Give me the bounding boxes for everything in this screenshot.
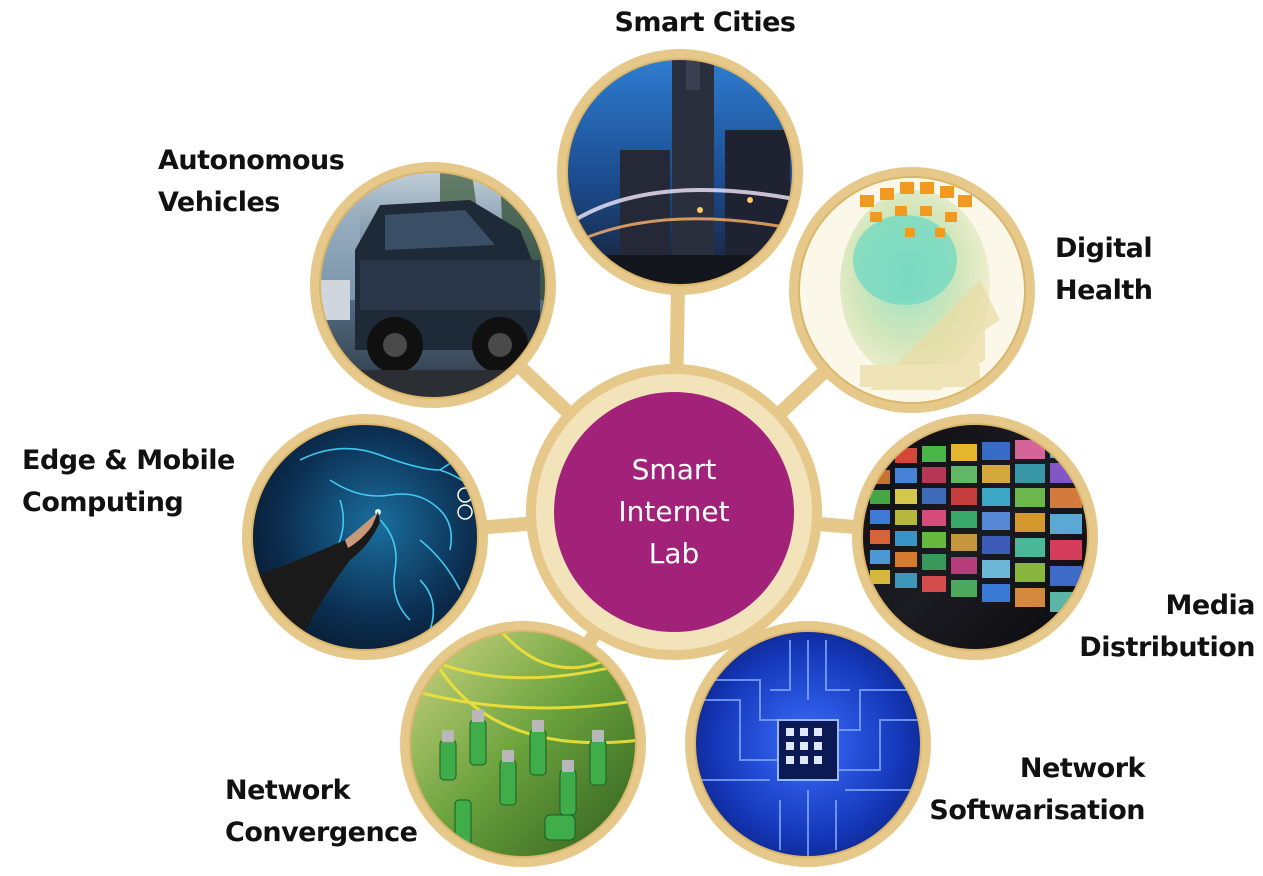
label-network-convergence-line-1: Network: [225, 775, 351, 806]
label-media-distribution-line-2: Distribution: [1079, 632, 1255, 663]
city-tower-photo: [557, 49, 803, 295]
circuit-board-photo: [685, 621, 931, 867]
armored-vehicle-photo: [310, 162, 556, 408]
label-edge-mobile-computing: Edge & Mobile Computing: [22, 440, 235, 524]
label-autonomous-vehicles: Autonomous Vehicles: [158, 140, 345, 224]
hub-title-line-2: Internet: [618, 495, 730, 528]
label-digital-health-line-1: Digital: [1055, 233, 1153, 264]
label-network-convergence-line-2: Convergence: [225, 817, 418, 848]
label-network-softwarisation-line-2: Softwarisation: [929, 795, 1145, 826]
label-edge-mobile-computing-line-1: Edge & Mobile: [22, 445, 235, 476]
label-media-distribution-line-1: Media: [1165, 590, 1256, 621]
brain-scan-photo: [789, 167, 1035, 413]
label-digital-health: Digital Health: [1055, 228, 1153, 312]
hub-title-line-1: Smart: [631, 453, 717, 486]
central-hub: [526, 364, 822, 660]
video-wall-photo: [852, 414, 1098, 660]
label-autonomous-vehicles-line-1: Autonomous: [158, 145, 345, 176]
label-autonomous-vehicles-line-2: Vehicles: [158, 187, 280, 218]
fiber-cables-photo: [400, 621, 646, 867]
hub-title-line-3: Lab: [648, 537, 700, 570]
label-digital-health-line-2: Health: [1055, 275, 1153, 306]
label-network-softwarisation-line-1: Network: [1019, 753, 1146, 784]
hub-title: Smart Internet Lab: [556, 394, 792, 630]
world-map-touch-photo: [242, 414, 488, 660]
label-network-softwarisation: Network Softwarisation: [929, 748, 1145, 832]
label-smart-cities-line-1: Smart Cities: [614, 7, 796, 38]
label-edge-mobile-computing-line-2: Computing: [22, 487, 184, 518]
label-network-convergence: Network Convergence: [225, 770, 418, 854]
label-media-distribution: Media Distribution: [1079, 585, 1255, 669]
label-smart-cities: Smart Cities: [585, 2, 825, 44]
